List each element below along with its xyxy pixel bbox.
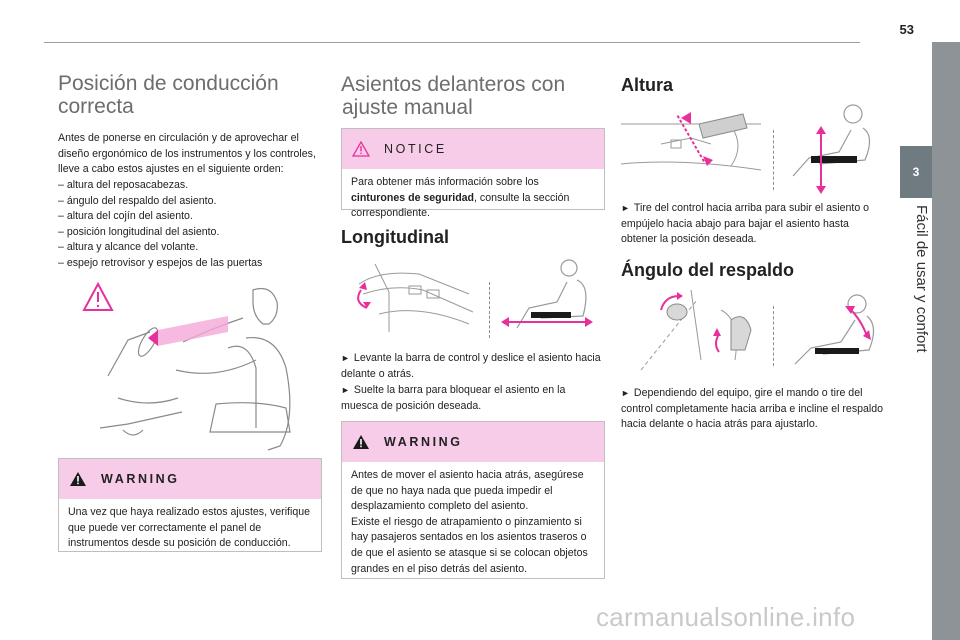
header-rule xyxy=(44,42,860,43)
intro-paragraph: Antes de ponerse en circulación y de apr… xyxy=(58,132,316,176)
warning-triangle-icon xyxy=(70,472,86,486)
warning-triangle-icon xyxy=(351,140,371,157)
footer-watermark: carmanualsonline.info xyxy=(596,602,856,632)
play-arrow-icon: ► xyxy=(621,388,630,398)
notice-text: Para obtener más información sobre los c… xyxy=(342,169,604,230)
play-arrow-icon: ► xyxy=(621,203,630,213)
step-text: Suelte la barra para bloquear el asiento… xyxy=(341,384,566,412)
chapter-title: Fácil de usar y confort xyxy=(913,205,930,353)
altura-heading: Altura xyxy=(621,75,674,95)
adjustment-steps: altura del reposacabezas. ángulo del res… xyxy=(58,178,324,272)
warning-box: WARNING Una vez que haya realizado estos… xyxy=(58,458,322,552)
warning-text: Una vez que haya realizado estos ajustes… xyxy=(68,506,311,550)
step-text: Tire del control hacia arriba para subir… xyxy=(621,202,870,246)
backrest-angle-illustration xyxy=(794,294,875,365)
seat-height-illustration xyxy=(792,104,871,194)
step-text: Levante la barra de control y deslice el… xyxy=(341,352,601,380)
warning-header: WARNING xyxy=(59,459,321,499)
altura-step-1: ►Tire del control hacia arriba para subi… xyxy=(621,201,871,248)
warning-box: WARNING Antes de mover el asiento hacia … xyxy=(341,421,605,579)
list-item: altura del cojín del asiento. xyxy=(58,209,324,225)
longitudinal-step-1: ►Levante la barra de control y deslice e… xyxy=(341,351,605,382)
driver-position-illustration xyxy=(82,281,291,451)
image-divider xyxy=(773,306,774,366)
side-strip xyxy=(932,42,960,640)
notice-text-bold: cinturones de seguridad xyxy=(351,191,475,204)
warning-text-2: Existe el riesgo de atrapamiento o pinza… xyxy=(351,515,588,575)
section-title: Asientos delanteros con ajuste manual xyxy=(341,73,605,119)
play-arrow-icon: ► xyxy=(341,385,350,395)
respaldo-step-1: ►Dependiendo del equipo, gire el mando o… xyxy=(621,386,885,433)
respaldo-heading: Ángulo del respaldo xyxy=(621,260,795,280)
longitudinal-heading: Longitudinal xyxy=(341,227,449,247)
play-arrow-icon: ► xyxy=(341,353,350,363)
warning-text: Antes de mover el asiento hacia atrás, a… xyxy=(342,462,604,585)
list-item: posición longitudinal del asiento. xyxy=(58,225,324,241)
notice-text-part: , consulte la sección correspondiente. xyxy=(351,191,570,220)
warning-label: WARNING xyxy=(384,435,463,449)
step-text: Dependiendo del equipo, gire el mando o … xyxy=(621,387,884,431)
warning-label: WARNING xyxy=(101,472,180,486)
warning-triangle-icon xyxy=(353,435,369,449)
notice-text-part: Para obtener más información sobre los xyxy=(351,176,539,188)
longitudinal-step-2: ►Suelte la barra para bloquear el asient… xyxy=(341,383,605,414)
section-title: Posición de conducción correcta xyxy=(58,72,324,118)
section-title-line1: Asientos delanteros con xyxy=(341,73,566,96)
seat-slide-illustration xyxy=(501,259,593,329)
image-divider xyxy=(489,282,490,338)
list-item: altura y alcance del volante. xyxy=(58,240,324,256)
notice-header: NOTICE xyxy=(342,129,604,169)
section-title-line1: Posición de conducción xyxy=(58,72,279,95)
seat-height-lever-illustration xyxy=(620,112,762,171)
warning-triangle-icon xyxy=(82,281,114,311)
list-item: espejo retrovisor y espejos de las puert… xyxy=(58,256,324,272)
notice-label: NOTICE xyxy=(384,142,447,156)
notice-box: NOTICE Para obtener más información sobr… xyxy=(341,128,605,219)
seat-lever-illustration xyxy=(357,263,474,332)
warning-header: WARNING xyxy=(342,422,604,462)
list-item: altura del reposacabezas. xyxy=(58,178,324,194)
backrest-knob-illustration xyxy=(640,289,752,371)
chapter-tab[interactable]: 3 xyxy=(900,146,932,198)
section-title-line2: ajuste manual xyxy=(342,96,473,119)
section-title-line2: correcta xyxy=(58,95,134,118)
page-number: 53 xyxy=(899,22,914,37)
image-divider xyxy=(773,130,774,190)
list-item: ángulo del respaldo del asiento. xyxy=(58,194,324,210)
warning-text-1: Antes de mover el asiento hacia atrás, a… xyxy=(351,469,584,513)
